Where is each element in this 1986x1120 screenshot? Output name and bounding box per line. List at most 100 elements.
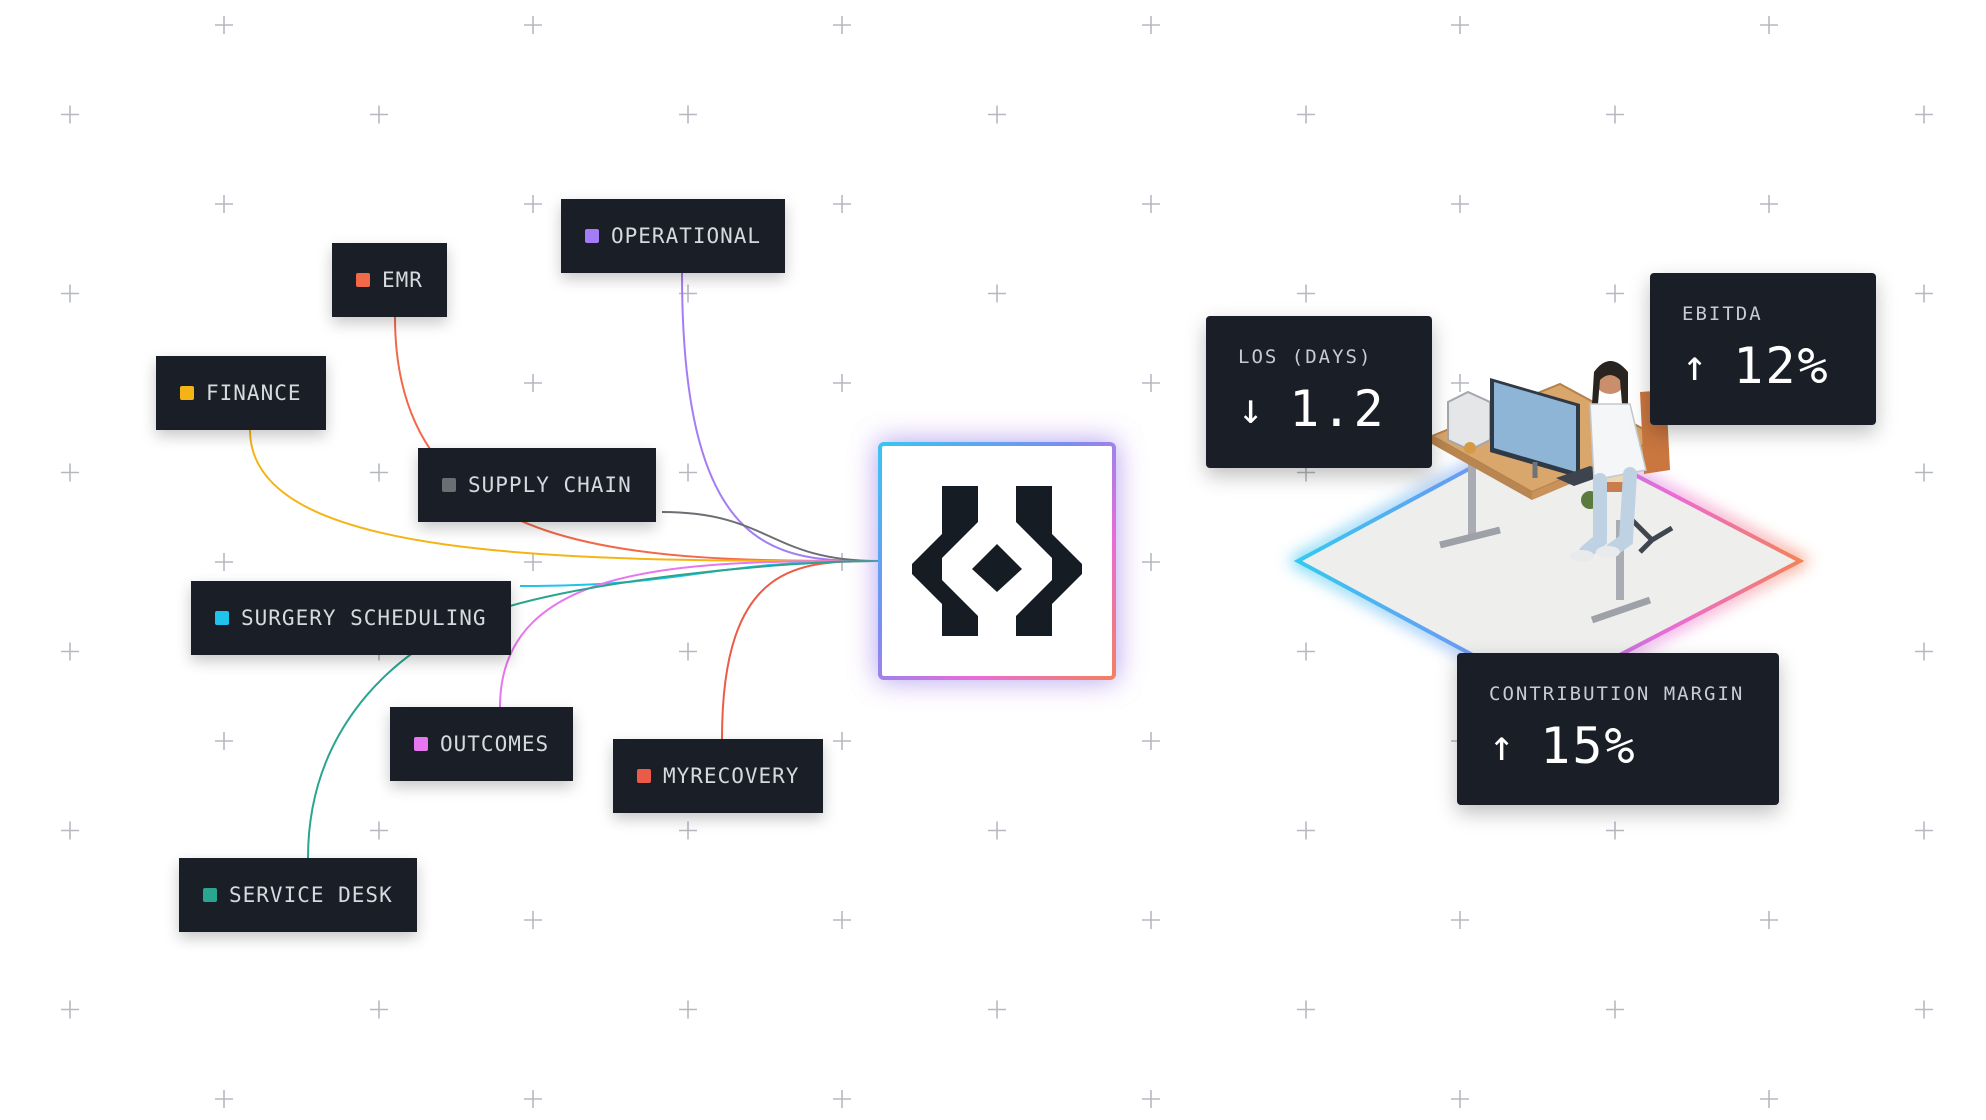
surgery-scheduling-color-swatch (215, 611, 229, 625)
plus-grid-icon (1142, 195, 1160, 213)
connector-curve-outcomes (499, 560, 879, 708)
plus-grid-icon (1915, 105, 1933, 124)
plus-grid-icon (1915, 642, 1933, 661)
plus-grid-icon (215, 1090, 233, 1108)
source-label: MYRECOVERY (663, 764, 800, 788)
source-label: SURGERY SCHEDULING (241, 606, 487, 630)
plus-grid-icon (988, 284, 1006, 303)
plus-grid-icon (1915, 821, 1933, 840)
plus-grid-icon (215, 732, 233, 750)
plus-grid-icon (1606, 1000, 1624, 1019)
plus-grid-icon (370, 821, 388, 840)
plus-grid-icon (61, 105, 79, 124)
connector-curve-operational (681, 272, 879, 562)
plus-grid-icon (370, 105, 388, 124)
plus-grid-icon (1915, 1000, 1933, 1019)
plus-grid-icon (1297, 642, 1315, 661)
plus-grid-icon (524, 16, 542, 34)
plus-grid-icon (988, 1000, 1006, 1019)
plus-grid-icon (1297, 1000, 1315, 1019)
plus-grid-icon (833, 732, 851, 750)
plus-grid-icon (1606, 284, 1624, 303)
workspace-platform (1287, 422, 1811, 700)
connector-curve-myrecovery (721, 560, 879, 740)
plus-grid-icon (524, 1090, 542, 1108)
plus-grid-icon (679, 105, 697, 124)
plus-grid-icon (1451, 911, 1469, 929)
metric-value: 1.2 (1289, 380, 1386, 438)
plus-grid-icon (679, 1000, 697, 1019)
arrow-up-icon: ↑ (1682, 341, 1708, 390)
source-card-finance: FINANCE (156, 356, 326, 430)
plus-grid-icon (1451, 1090, 1469, 1108)
source-card-operational: OPERATIONAL (561, 199, 786, 273)
service-desk-color-swatch (203, 888, 217, 902)
source-card-surgery-scheduling: SURGERY SCHEDULING (191, 581, 511, 655)
source-card-outcomes: OUTCOMES (390, 707, 574, 781)
metric-card-contribution-margin: CONTRIBUTION MARGIN ↑ 15% (1457, 653, 1779, 805)
clinician-at-desk-illustration (1429, 361, 1674, 624)
plus-grid-icon (215, 195, 233, 213)
plus-grid-icon (833, 16, 851, 34)
plus-grid-icon (988, 821, 1006, 840)
plus-grid-icon (1760, 1090, 1778, 1108)
plus-grid-icon (1606, 105, 1624, 124)
arrow-down-icon: ↓ (1238, 384, 1264, 433)
plus-grid-icon (524, 195, 542, 213)
supply-chain-color-swatch (442, 478, 456, 492)
plus-grid-icon (1606, 821, 1624, 840)
plus-grid-icon (1915, 463, 1933, 482)
finance-color-swatch (180, 386, 194, 400)
connector-curve-supply-chain (661, 511, 879, 562)
metric-card-los: LOS (DAYS) ↓ 1.2 (1206, 316, 1432, 468)
source-card-supply-chain: SUPPLY CHAIN (418, 448, 656, 522)
plus-grid-icon (1451, 374, 1469, 392)
plus-grid-icon (370, 1000, 388, 1019)
source-card-service-desk: SERVICE DESK (179, 858, 417, 932)
plus-grid-icon (1297, 821, 1315, 840)
plus-grid-icon (1297, 284, 1315, 303)
plus-grid-icon (988, 105, 1006, 124)
plus-grid-icon (679, 821, 697, 840)
plus-grid-icon (215, 16, 233, 34)
connector-curve-emr (394, 316, 879, 562)
plus-grid-icon (1142, 374, 1160, 392)
plus-grid-icon (61, 821, 79, 840)
metric-label: LOS (DAYS) (1238, 346, 1373, 368)
connector-curve-finance (249, 429, 879, 562)
plus-grid-icon (61, 642, 79, 661)
source-card-emr: EMR (332, 243, 447, 317)
hub-logo-icon (912, 486, 1082, 636)
arrow-up-icon: ↑ (1489, 721, 1515, 770)
plus-grid-icon (1760, 16, 1778, 34)
metric-value: 15% (1540, 717, 1637, 775)
emr-color-swatch (356, 273, 370, 287)
plus-grid-icon (1915, 284, 1933, 303)
metric-label: CONTRIBUTION MARGIN (1489, 683, 1745, 705)
plus-grid-icon (679, 463, 697, 482)
plus-grid-icon (524, 374, 542, 392)
outcomes-color-swatch (414, 737, 428, 751)
plus-grid-icon (1451, 195, 1469, 213)
source-label: SERVICE DESK (229, 883, 393, 907)
plus-grid-icon (1297, 105, 1315, 124)
plus-grid-icon (1451, 16, 1469, 34)
operational-color-swatch (585, 229, 599, 243)
source-label: OPERATIONAL (611, 224, 762, 248)
metric-value: 12% (1733, 337, 1830, 395)
source-label: OUTCOMES (440, 732, 550, 756)
plus-grid-icon (61, 463, 79, 482)
plus-grid-icon (833, 195, 851, 213)
source-label: SUPPLY CHAIN (468, 473, 632, 497)
metric-card-ebitda: EBITDA ↑ 12% (1650, 273, 1876, 425)
plus-grid-icon (524, 553, 542, 571)
source-label: EMR (382, 268, 423, 292)
plus-grid-icon (679, 642, 697, 661)
plus-grid-icon (833, 374, 851, 392)
plus-grid-icon (61, 284, 79, 303)
plus-grid-icon (1142, 1090, 1160, 1108)
plus-grid-icon (1142, 732, 1160, 750)
plus-grid-icon (61, 1000, 79, 1019)
source-card-myrecovery: MYRECOVERY (613, 739, 824, 813)
